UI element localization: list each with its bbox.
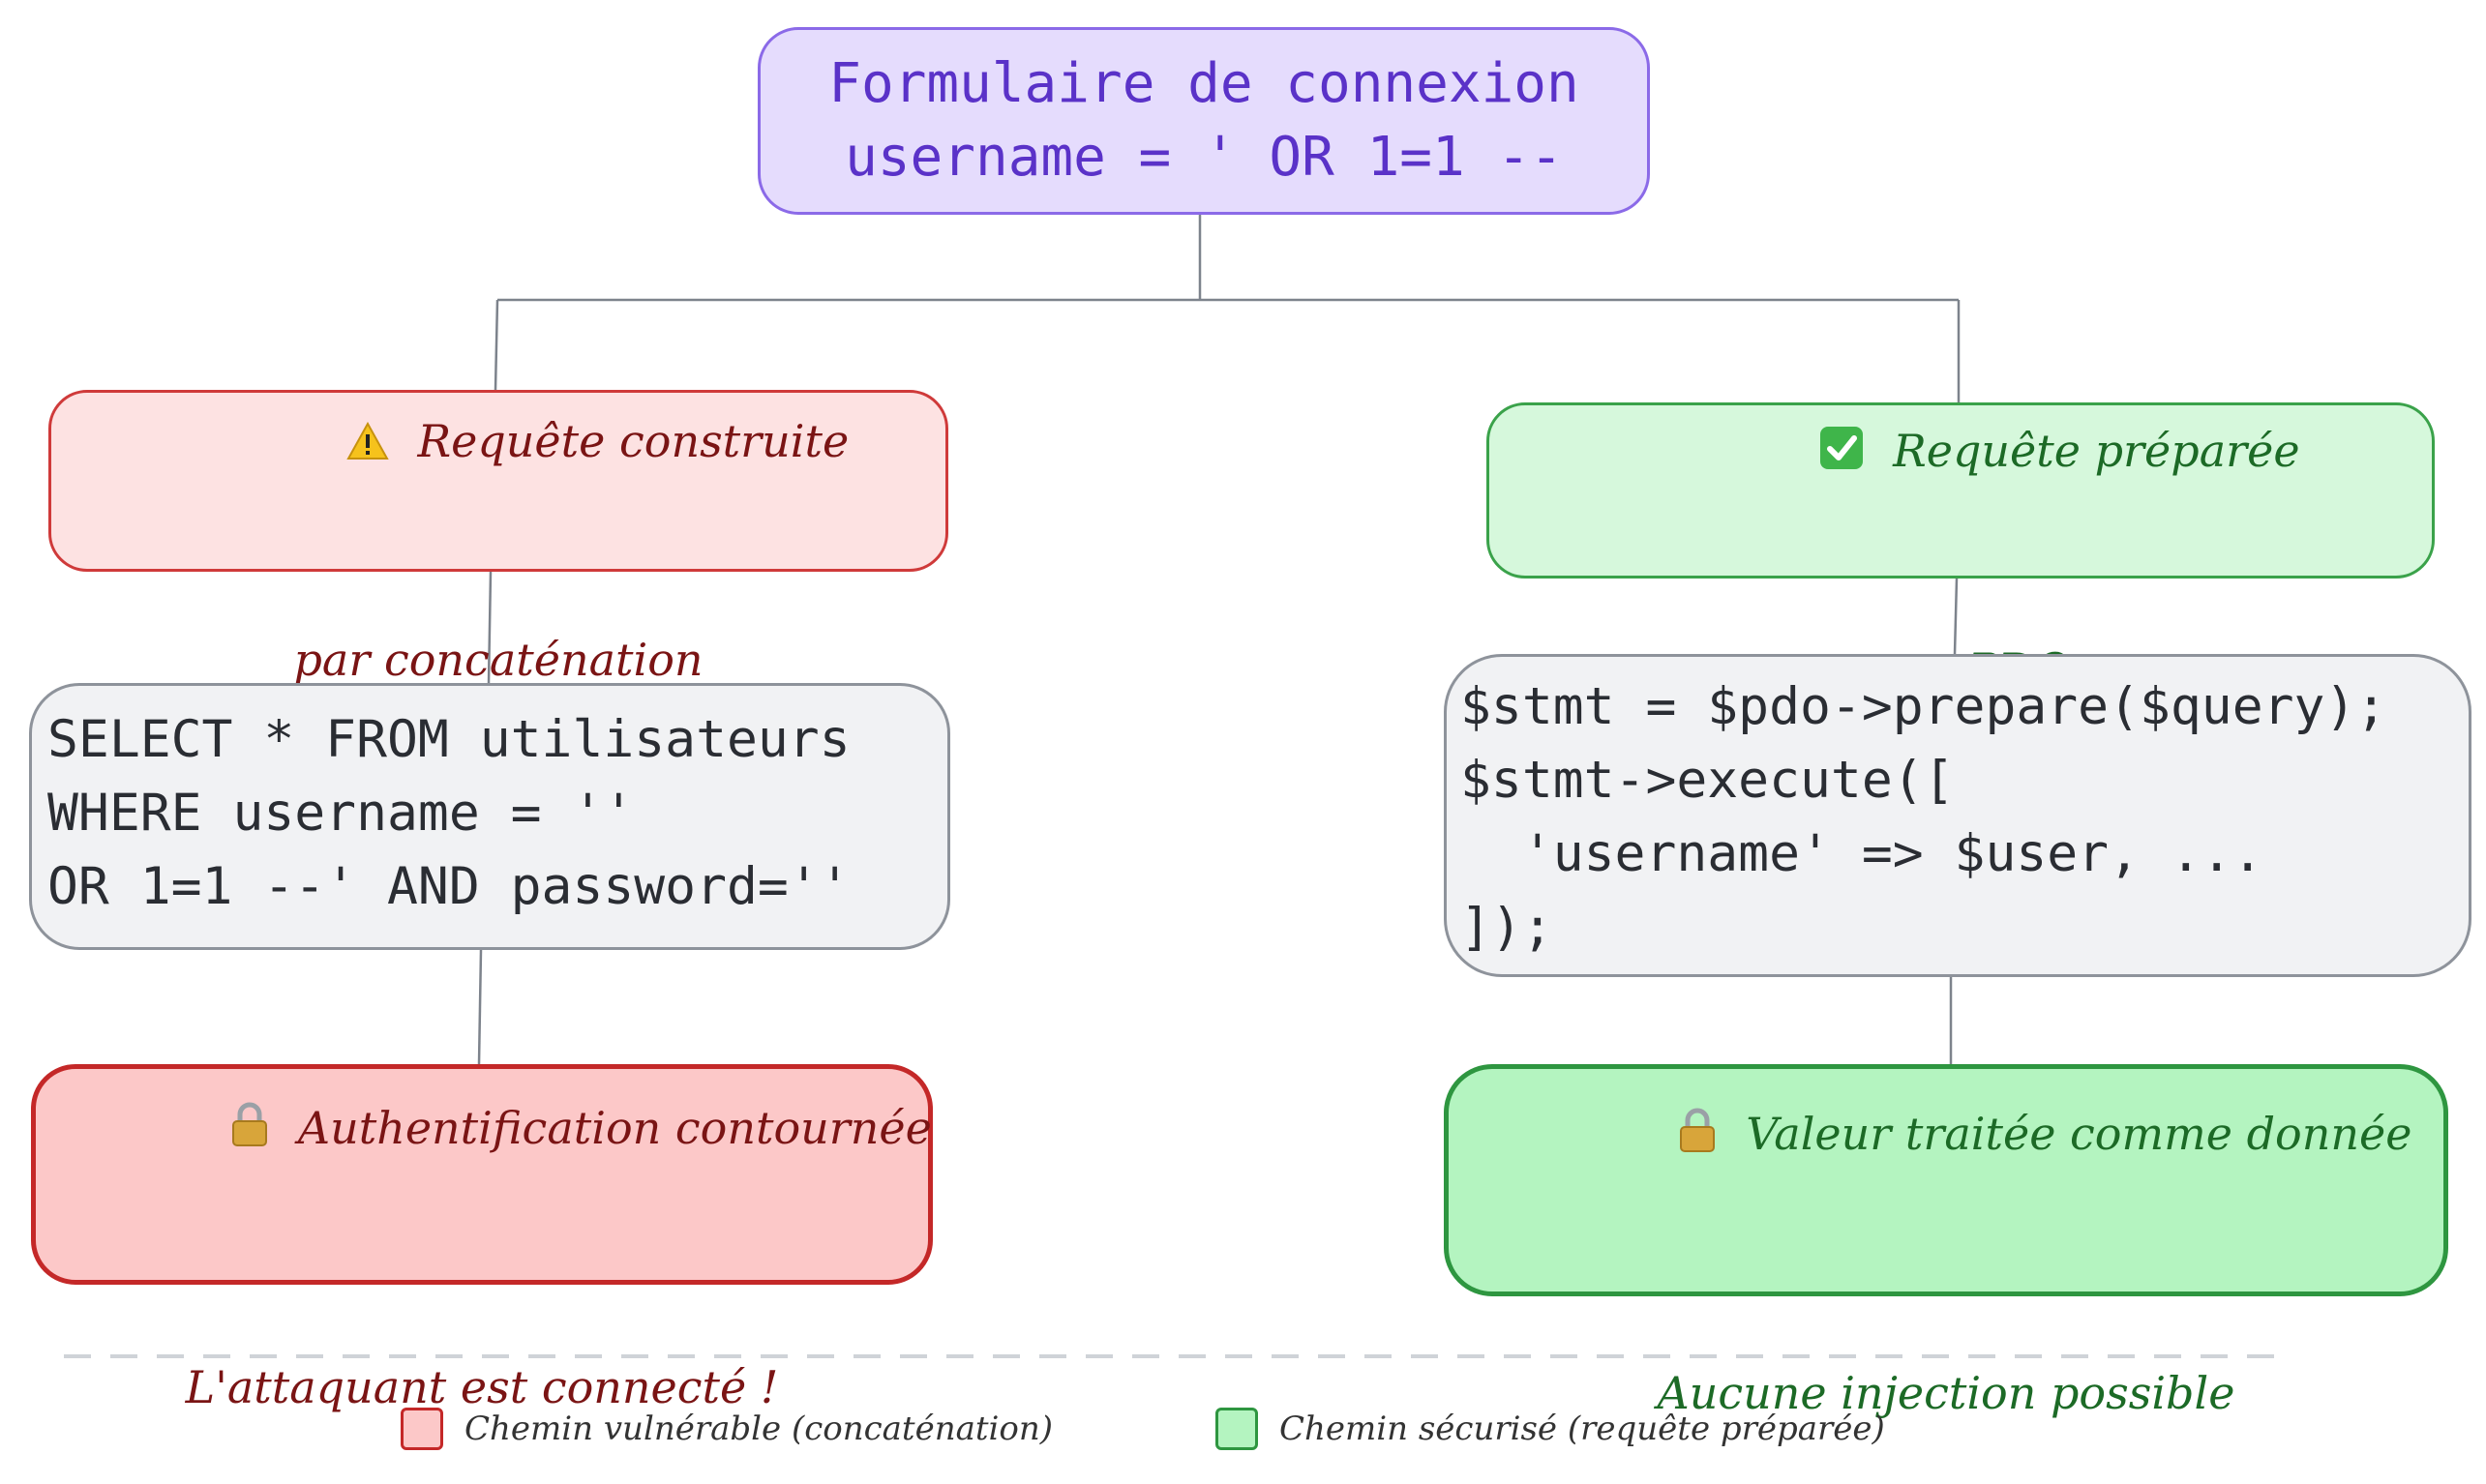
pdo-line-4: ]); [1460, 898, 1553, 957]
edge-sql-to-bypass [477, 949, 483, 1065]
edge-form-to-branches [497, 215, 1959, 302]
concat-line-2: par concaténation [293, 634, 704, 686]
form-line-2: username = ' OR 1=1 -- [845, 126, 1563, 189]
sql-query-code-node: SELECT * FROM utilisateurs WHERE usernam… [29, 683, 950, 950]
bypass-line-2: L'attaquant est connecté ! [185, 1361, 779, 1413]
legend: Chemin vulnérable (concaténation) Chemin… [0, 1408, 2486, 1466]
auth-bypassed-node: Authentification contournée L'attaquant … [31, 1064, 933, 1413]
edge-concat-to-sql [487, 571, 493, 684]
concatenated-query-node: Requête construite par concaténation [48, 390, 948, 686]
lock-icon [117, 1004, 269, 1260]
legend-item-secure: Chemin sécurisé (requête préparée) [1215, 1408, 1885, 1450]
legend-swatch-vulnerable [401, 1408, 443, 1450]
safe-line-2: Aucune injection possible [1657, 1367, 2235, 1419]
sql-line-3: OR 1=1 --' AND password='' [47, 857, 851, 916]
safe-line-1: Valeur traitée comme donnée [1746, 1108, 2412, 1160]
sql-line-2: WHERE username = '' [47, 784, 635, 843]
legend-label-vulnerable: Chemin vulnérable (concaténation) [464, 1410, 1054, 1448]
sql-line-1: SELECT * FROM utilisateurs [47, 710, 851, 769]
form-line-1: Formulaire de connexion [828, 52, 1579, 115]
pdo-line-2: $stmt->execute([ [1460, 751, 1955, 810]
safe-value-node: Valeur traitée comme donnée Aucune injec… [1444, 1064, 2448, 1419]
check-icon [1706, 347, 1864, 562]
pdo-line-1: $stmt = $pdo->prepare($query); [1460, 677, 2387, 736]
warning-icon [233, 338, 389, 552]
edge-form-to-concat [494, 299, 499, 391]
lock-icon [1565, 1010, 1717, 1265]
login-form-node: Formulaire de connexion username = ' OR … [758, 27, 1650, 215]
legend-swatch-secure [1215, 1408, 1258, 1450]
prepared-query-node: Requête préparée avec PDO [1486, 402, 2435, 696]
bypass-line-1: Authentification contournée [297, 1102, 932, 1154]
legend-label-secure: Chemin sécurisé (requête préparée) [1279, 1410, 1885, 1448]
pdo-code-node: $stmt = $pdo->prepare($query); $stmt->ex… [1444, 654, 2471, 977]
prepared-line-1: Requête préparée [1893, 425, 2300, 477]
legend-item-vulnerable: Chemin vulnérable (concaténation) [401, 1408, 1053, 1450]
pdo-line-3: 'username' => $user, ... [1460, 824, 2263, 883]
edge-prepared-to-pdo [1953, 578, 1959, 655]
concat-line-1: Requête construite [417, 415, 850, 467]
